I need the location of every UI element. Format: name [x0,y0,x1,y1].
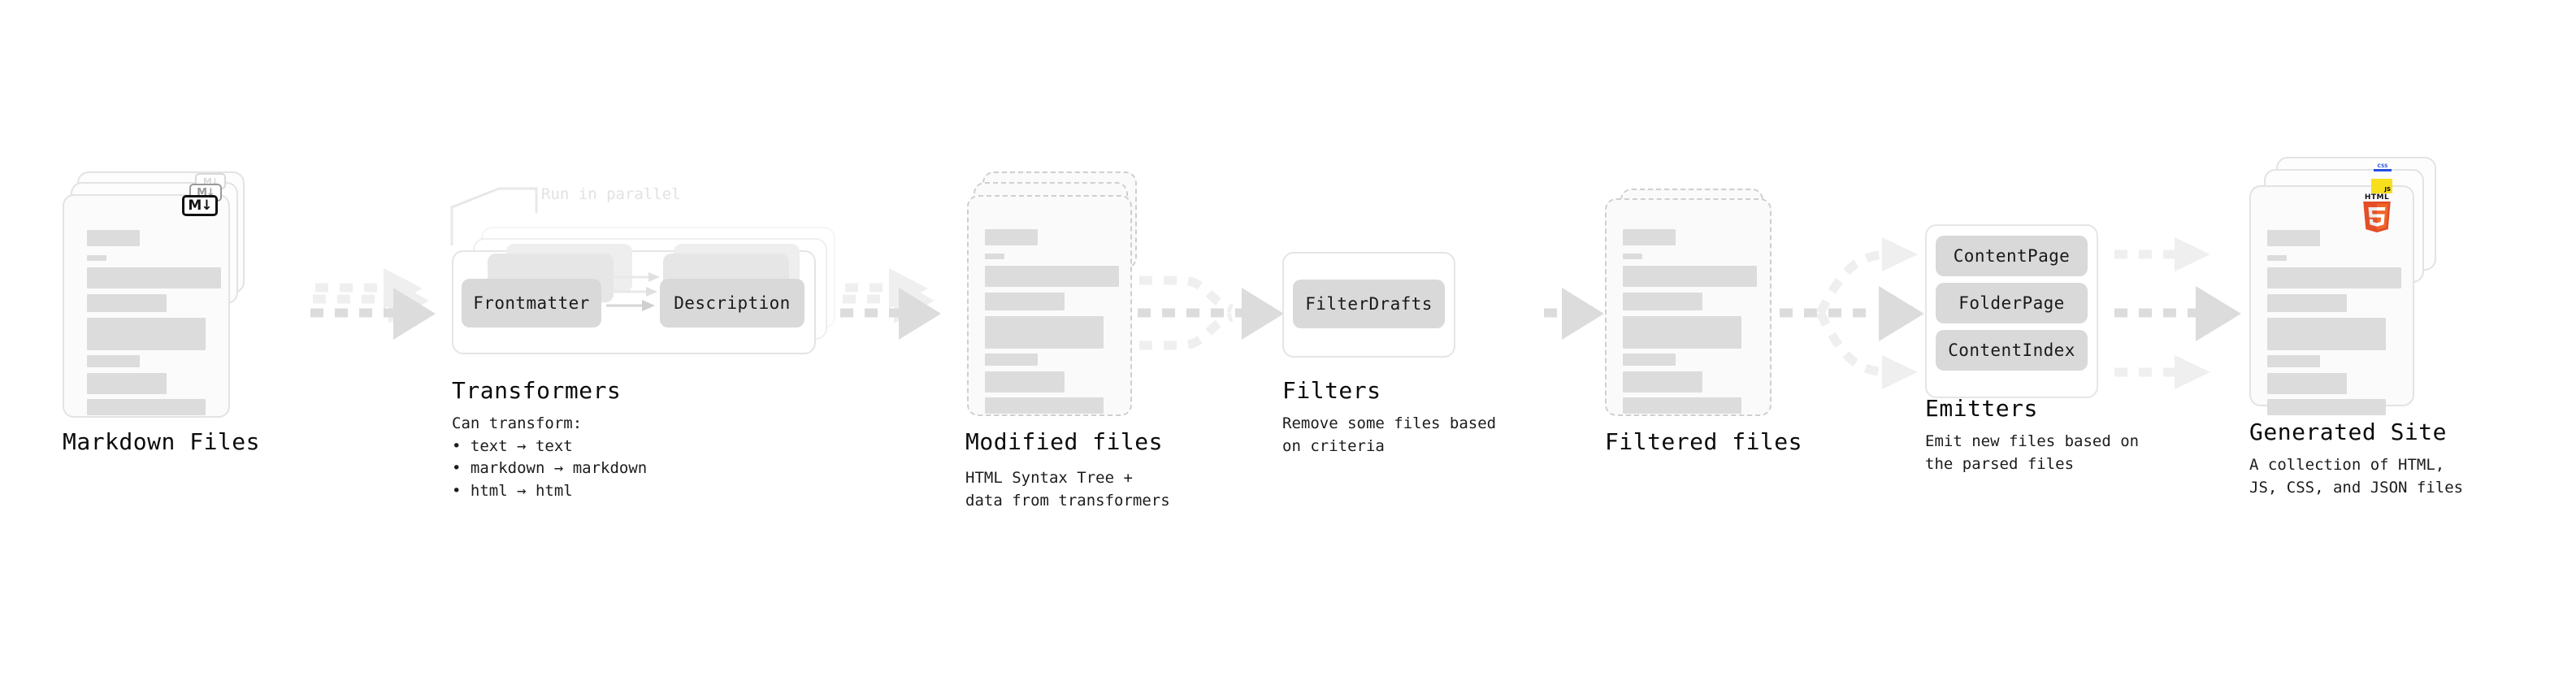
generated-site-subtitle: A collection of HTML, JS, CSS, and JSON … [2249,456,2464,497]
html5-shield-icon [2363,202,2391,232]
doc-bar [87,267,221,288]
doc-bar [985,293,1065,310]
markdown-badge-front: M↓ [182,195,218,216]
emitter-node-contentpage[interactable]: ContentPage [1936,236,2088,276]
arrow-markdown-to-transformers [310,268,436,340]
doc-bar [2267,373,2347,394]
emitter-node-contentindex[interactable]: ContentIndex [1936,330,2088,371]
arrow-filtered-to-emitters [1780,237,1924,389]
doc-bar [985,397,1104,414]
emitters-title: Emitters [1925,395,2038,422]
emitter-node-label: FolderPage [1958,293,2065,313]
doc-bar [2267,294,2347,312]
html5-badge: HTML [2360,193,2394,232]
generated-site-title: Generated Site [2249,419,2448,445]
arrow-modified-to-filters [1138,275,1284,350]
filters-subtitle: Remove some files based on criteria [1282,414,1497,455]
doc-bar [87,294,167,312]
doc-bar [2267,255,2287,261]
doc-bar [87,399,206,415]
arrow-emitters-to-site [2114,237,2241,389]
doc-bar [2267,318,2386,350]
doc-bar [985,371,1065,393]
filtered-files-title: Filtered files [1605,428,1803,455]
doc-bar [87,373,167,394]
filter-node-filterdrafts[interactable]: FilterDrafts [1293,280,1445,328]
doc-bar [1623,354,1676,366]
transformers-subtitle: Can transform: • text → text • markdown … [452,414,648,500]
transformer-node-label: Description [674,293,791,313]
markdown-file-front [63,194,230,418]
doc-bar [985,254,1004,259]
doc-bar [87,255,106,261]
doc-bar [87,230,140,246]
doc-bar [2267,230,2320,246]
doc-bar [985,229,1038,245]
css3-badge-label: CSS [2377,163,2388,169]
modified-files-subtitle: HTML Syntax Tree + data from transformer… [965,469,1170,510]
transformers-title: Transformers [452,377,622,404]
doc-bar [1623,316,1741,349]
doc-bar [985,354,1038,366]
doc-bar [2267,267,2401,288]
transformer-node-frontmatter[interactable]: Frontmatter [462,279,601,327]
doc-bar [1623,254,1642,259]
transformer-node-description[interactable]: Description [660,279,804,327]
transformer-node-label: Frontmatter [473,293,590,313]
emitter-node-label: ContentPage [1953,246,2071,266]
css3-badge: CSS [2374,162,2392,171]
doc-bar [87,355,140,367]
emitter-node-folderpage[interactable]: FolderPage [1936,283,2088,323]
doc-bar [1623,293,1702,310]
doc-bar [2267,399,2386,415]
doc-bar [1623,371,1702,393]
modified-files-title: Modified files [965,428,1164,455]
doc-bar [1623,397,1741,414]
emitters-subtitle: Emit new files based on the parsed files [1925,432,2140,473]
doc-bar [87,318,206,350]
filtered-file-front [1605,198,1772,416]
javascript-badge: JS [2371,179,2392,193]
emitter-node-label: ContentIndex [1948,340,2075,360]
markdown-files-title: Markdown Files [63,428,261,455]
html5-badge-wordmark: HTML [2364,193,2390,202]
doc-bar [1623,266,1757,287]
arrow-filters-to-filtered [1544,288,1604,340]
run-in-parallel-note: Run in parallel [541,185,681,203]
javascript-badge-label: JS [2384,186,2391,193]
doc-bar [2267,355,2320,367]
filter-node-label: FilterDrafts [1305,294,1433,314]
filters-title: Filters [1282,377,1381,404]
doc-bar [1623,229,1676,245]
modified-file-front [967,195,1132,416]
doc-bar [985,266,1119,287]
generated-file-front [2249,185,2414,415]
doc-bar [985,316,1104,349]
